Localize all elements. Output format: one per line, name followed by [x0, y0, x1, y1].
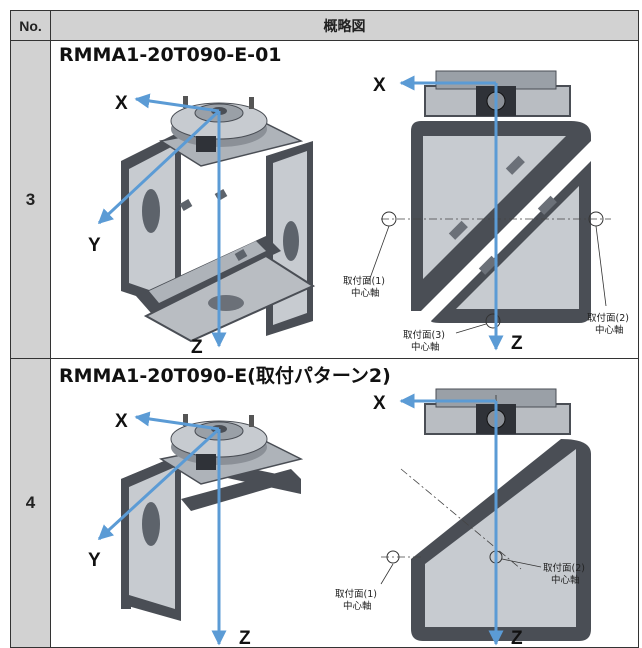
front-view-right — [368, 70, 611, 334]
iso-model-left — [121, 414, 304, 621]
svg-text:Y: Y — [88, 550, 101, 571]
svg-text:取付面(2): 取付面(2) — [543, 563, 585, 574]
note-face1-row3: 取付面(1) 中心軸 — [343, 276, 385, 299]
svg-text:取付面(1): 取付面(1) — [343, 276, 385, 287]
row-number: 4 — [11, 359, 51, 647]
svg-text:中心軸: 中心軸 — [343, 600, 372, 612]
note-face2-row4: 取付面(2) 中心軸 — [543, 563, 585, 586]
svg-text:Z: Z — [511, 333, 523, 354]
svg-text:Z: Z — [239, 628, 251, 647]
axis-z-right: Z — [488, 401, 523, 647]
row-number: 3 — [11, 41, 51, 358]
svg-text:Z: Z — [511, 628, 523, 647]
figure-row3: X Y Z — [88, 70, 629, 358]
axis-y-left: Y — [88, 109, 221, 256]
svg-text:取付面(2): 取付面(2) — [587, 313, 629, 324]
note-face3-row3: 取付面(3) 中心軸 — [403, 330, 445, 353]
svg-text:中心軸: 中心軸 — [595, 324, 624, 336]
note-face2-row3: 取付面(2) 中心軸 — [587, 313, 629, 336]
axis-x-right: X — [373, 75, 496, 96]
axis-x-left: X — [115, 93, 220, 114]
header-no: No. — [11, 11, 51, 41]
svg-text:中心軸: 中心軸 — [351, 287, 380, 299]
row-divider — [11, 358, 638, 359]
svg-text:X: X — [115, 411, 128, 432]
note-face1-row4: 取付面(1) 中心軸 — [335, 589, 377, 612]
axis-y-left: Y — [88, 427, 221, 571]
axis-x-right: X — [373, 393, 496, 414]
axis-z-right: Z — [488, 83, 523, 354]
svg-text:取付面(1): 取付面(1) — [335, 589, 377, 600]
svg-text:取付面(3): 取付面(3) — [403, 330, 445, 341]
spec-table: No. 概略図 3 RMMA1-20T090-E-01 — [10, 10, 639, 648]
svg-text:中心軸: 中心軸 — [411, 341, 440, 353]
axis-z-left: Z — [211, 429, 251, 647]
row-title: RMMA1-20T090-E(取付パターン2) — [59, 365, 391, 387]
svg-text:中心軸: 中心軸 — [551, 574, 580, 586]
axis-x-left: X — [115, 411, 220, 432]
row-title: RMMA1-20T090-E-01 — [59, 44, 282, 66]
svg-text:X: X — [373, 75, 386, 96]
front-view-right — [380, 388, 591, 641]
header-figure: 概略図 — [51, 11, 638, 41]
svg-text:X: X — [115, 93, 128, 114]
svg-text:Y: Y — [88, 235, 101, 256]
svg-text:X: X — [373, 393, 386, 414]
iso-model-left — [121, 96, 316, 343]
figure-row4: X Y Z X — [88, 388, 591, 647]
axis-z-left: Z — [191, 111, 227, 358]
svg-text:Z: Z — [191, 337, 203, 358]
